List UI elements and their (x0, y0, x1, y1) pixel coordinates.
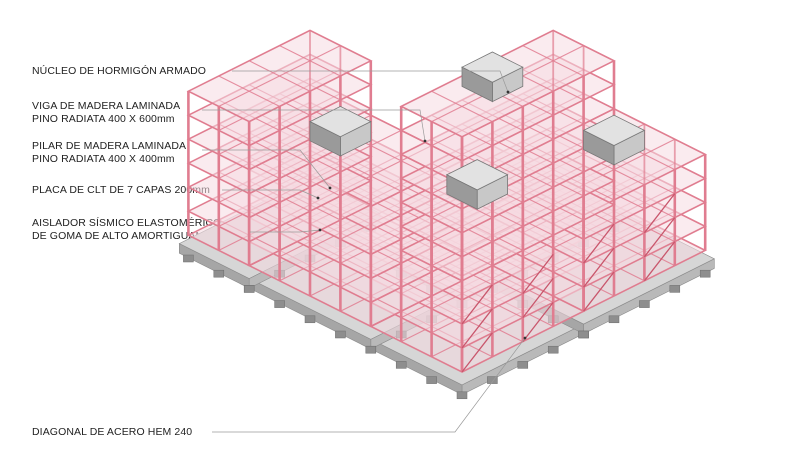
steel-diagonal-brace (522, 278, 554, 318)
steel-diagonal-brace (522, 302, 554, 342)
concrete-core-wall (446, 174, 478, 210)
steel-diagonal-brace (522, 254, 554, 294)
leader-dot (318, 228, 322, 232)
isolator-pad (213, 269, 225, 278)
leader-line (250, 229, 321, 233)
leader-dot (506, 90, 510, 94)
label-timber-beam-line2: PINO RADIATA 400 X 600mm (32, 113, 175, 125)
isolator-pad (699, 269, 711, 278)
leader-dot (328, 186, 332, 190)
concrete-cores (309, 51, 646, 210)
isolator-pad (517, 361, 529, 369)
leader-dot (523, 336, 527, 340)
isolator-pad (426, 376, 437, 384)
steel-diagonal-brace (461, 284, 493, 325)
steel-diagonal-brace (643, 193, 676, 234)
leader-line (222, 189, 319, 199)
leader-lines (202, 70, 527, 433)
leader-line (202, 109, 426, 142)
isolator-pad (365, 345, 377, 354)
base-edge (179, 243, 250, 289)
leader-dot (316, 196, 320, 200)
label-timber-beam: VIGA DE MADERA LAMINADA PINO RADIATA 400… (32, 100, 180, 126)
steel-braces (461, 193, 676, 373)
label-clt-slab: PLACA DE CLT DE 7 CAPAS 200mm (32, 184, 210, 197)
steel-diagonal-brace (583, 247, 615, 288)
timber-beam (218, 45, 341, 107)
label-seismic-isolator-line1: AISLADOR SÍSMICO ELASTOMÉRICO (32, 217, 222, 229)
isolator-pad (183, 254, 194, 263)
isolator-pad (304, 315, 316, 324)
label-timber-column-line2: PINO RADIATA 400 X 400mm (32, 153, 175, 165)
isolator-pad (395, 361, 407, 369)
label-concrete-core: NÚCLEO DE HORMIGÓN ARMADO (32, 65, 206, 78)
concrete-core-wall (309, 120, 341, 157)
leader-line (202, 149, 331, 189)
label-steel-brace: DIAGONAL DE ACERO HEM 240 (32, 426, 192, 439)
steel-diagonal-brace (461, 332, 493, 373)
label-timber-column: PILAR DE MADERA LAMINADA PINO RADIATA 40… (32, 140, 186, 166)
label-concrete-core-text: NÚCLEO DE HORMIGÓN ARMADO (32, 65, 207, 77)
isolator-pad (243, 285, 255, 293)
steel-diagonal-brace (643, 217, 676, 258)
leader-line (232, 70, 509, 93)
isolator-pad (608, 315, 620, 324)
label-timber-beam-line1: VIGA DE MADERA LAMINADA (32, 100, 181, 112)
steel-diagonal-brace (461, 308, 493, 349)
isolator-pad (669, 285, 681, 293)
concrete-core-wall (461, 66, 493, 103)
isolator-pad (639, 300, 650, 308)
label-seismic-isolator: AISLADOR SÍSMICO ELASTOMÉRICO DE GOMA DE… (32, 217, 237, 243)
isolator-pad (456, 391, 468, 400)
isolator-pad (547, 345, 559, 354)
label-clt-slab-text: PLACA DE CLT DE 7 CAPAS 200mm (32, 184, 210, 196)
leader-line (212, 337, 526, 433)
label-seismic-isolator-line2: DE GOMA DE ALTO AMORTIGUAMIENTO (32, 230, 237, 242)
isolator-pad (335, 330, 346, 339)
isolator-pad (274, 300, 285, 308)
label-timber-column-line1: PILAR DE MADERA LAMINADA (32, 140, 187, 152)
isolator-pad (487, 376, 498, 384)
steel-diagonal-brace (583, 223, 615, 264)
steel-diagonal-brace (643, 241, 676, 282)
concrete-core-wall (583, 129, 615, 166)
isolator-pad (578, 330, 589, 339)
steel-diagonal-brace (583, 271, 615, 312)
label-steel-brace-text: DIAGONAL DE ACERO HEM 240 (32, 426, 193, 438)
leader-dot (423, 139, 427, 143)
clt-slabs (186, 29, 707, 373)
